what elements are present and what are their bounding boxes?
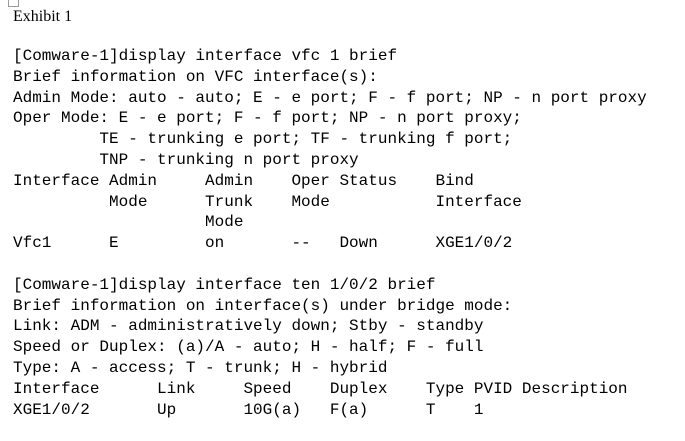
table-header-line: Mode Trunk Mode Interface xyxy=(13,192,522,211)
terminal-line: Brief information on interface(s) under … xyxy=(13,296,513,315)
terminal-line: Oper Mode: E - e port; F - f port; NP - … xyxy=(13,109,522,128)
terminal-line: Link: ADM - administratively down; Stby … xyxy=(13,317,484,336)
terminal-line: Speed or Duplex: (a)/A - auto; H - half;… xyxy=(13,338,484,357)
terminal-line-command-ten: [Comware-1]display interface ten 1/0/2 b… xyxy=(13,275,436,294)
terminal-line: Brief information on VFC interface(s): xyxy=(13,67,378,86)
terminal-output: [Comware-1]display interface vfc 1 brief… xyxy=(13,46,647,420)
terminal-line: Type: A - access; T - trunk; H - hybrid xyxy=(13,358,388,377)
terminal-line: Admin Mode: auto - auto; E - e port; F -… xyxy=(13,88,647,107)
table-row: Vfc1 E on -- Down XGE1/0/2 xyxy=(13,234,513,253)
terminal-line-command-vfc: [Comware-1]display interface vfc 1 brief xyxy=(13,47,398,65)
table-header-line: Interface Link Speed Duplex Type PVID De… xyxy=(13,379,628,398)
checkbox[interactable] xyxy=(8,0,19,7)
terminal-line: TNP - trunking n port proxy xyxy=(13,150,359,169)
table-header-line: Mode xyxy=(13,213,244,232)
terminal-line: TE - trunking e port; TF - trunking f po… xyxy=(13,130,513,149)
blank-line xyxy=(13,254,647,275)
exhibit-title: Exhibit 1 xyxy=(13,8,73,25)
table-header-line: Interface Admin Admin Oper Status Bind xyxy=(13,171,474,190)
table-row: XGE1/0/2 Up 10G(a) F(a) T 1 xyxy=(13,400,484,419)
